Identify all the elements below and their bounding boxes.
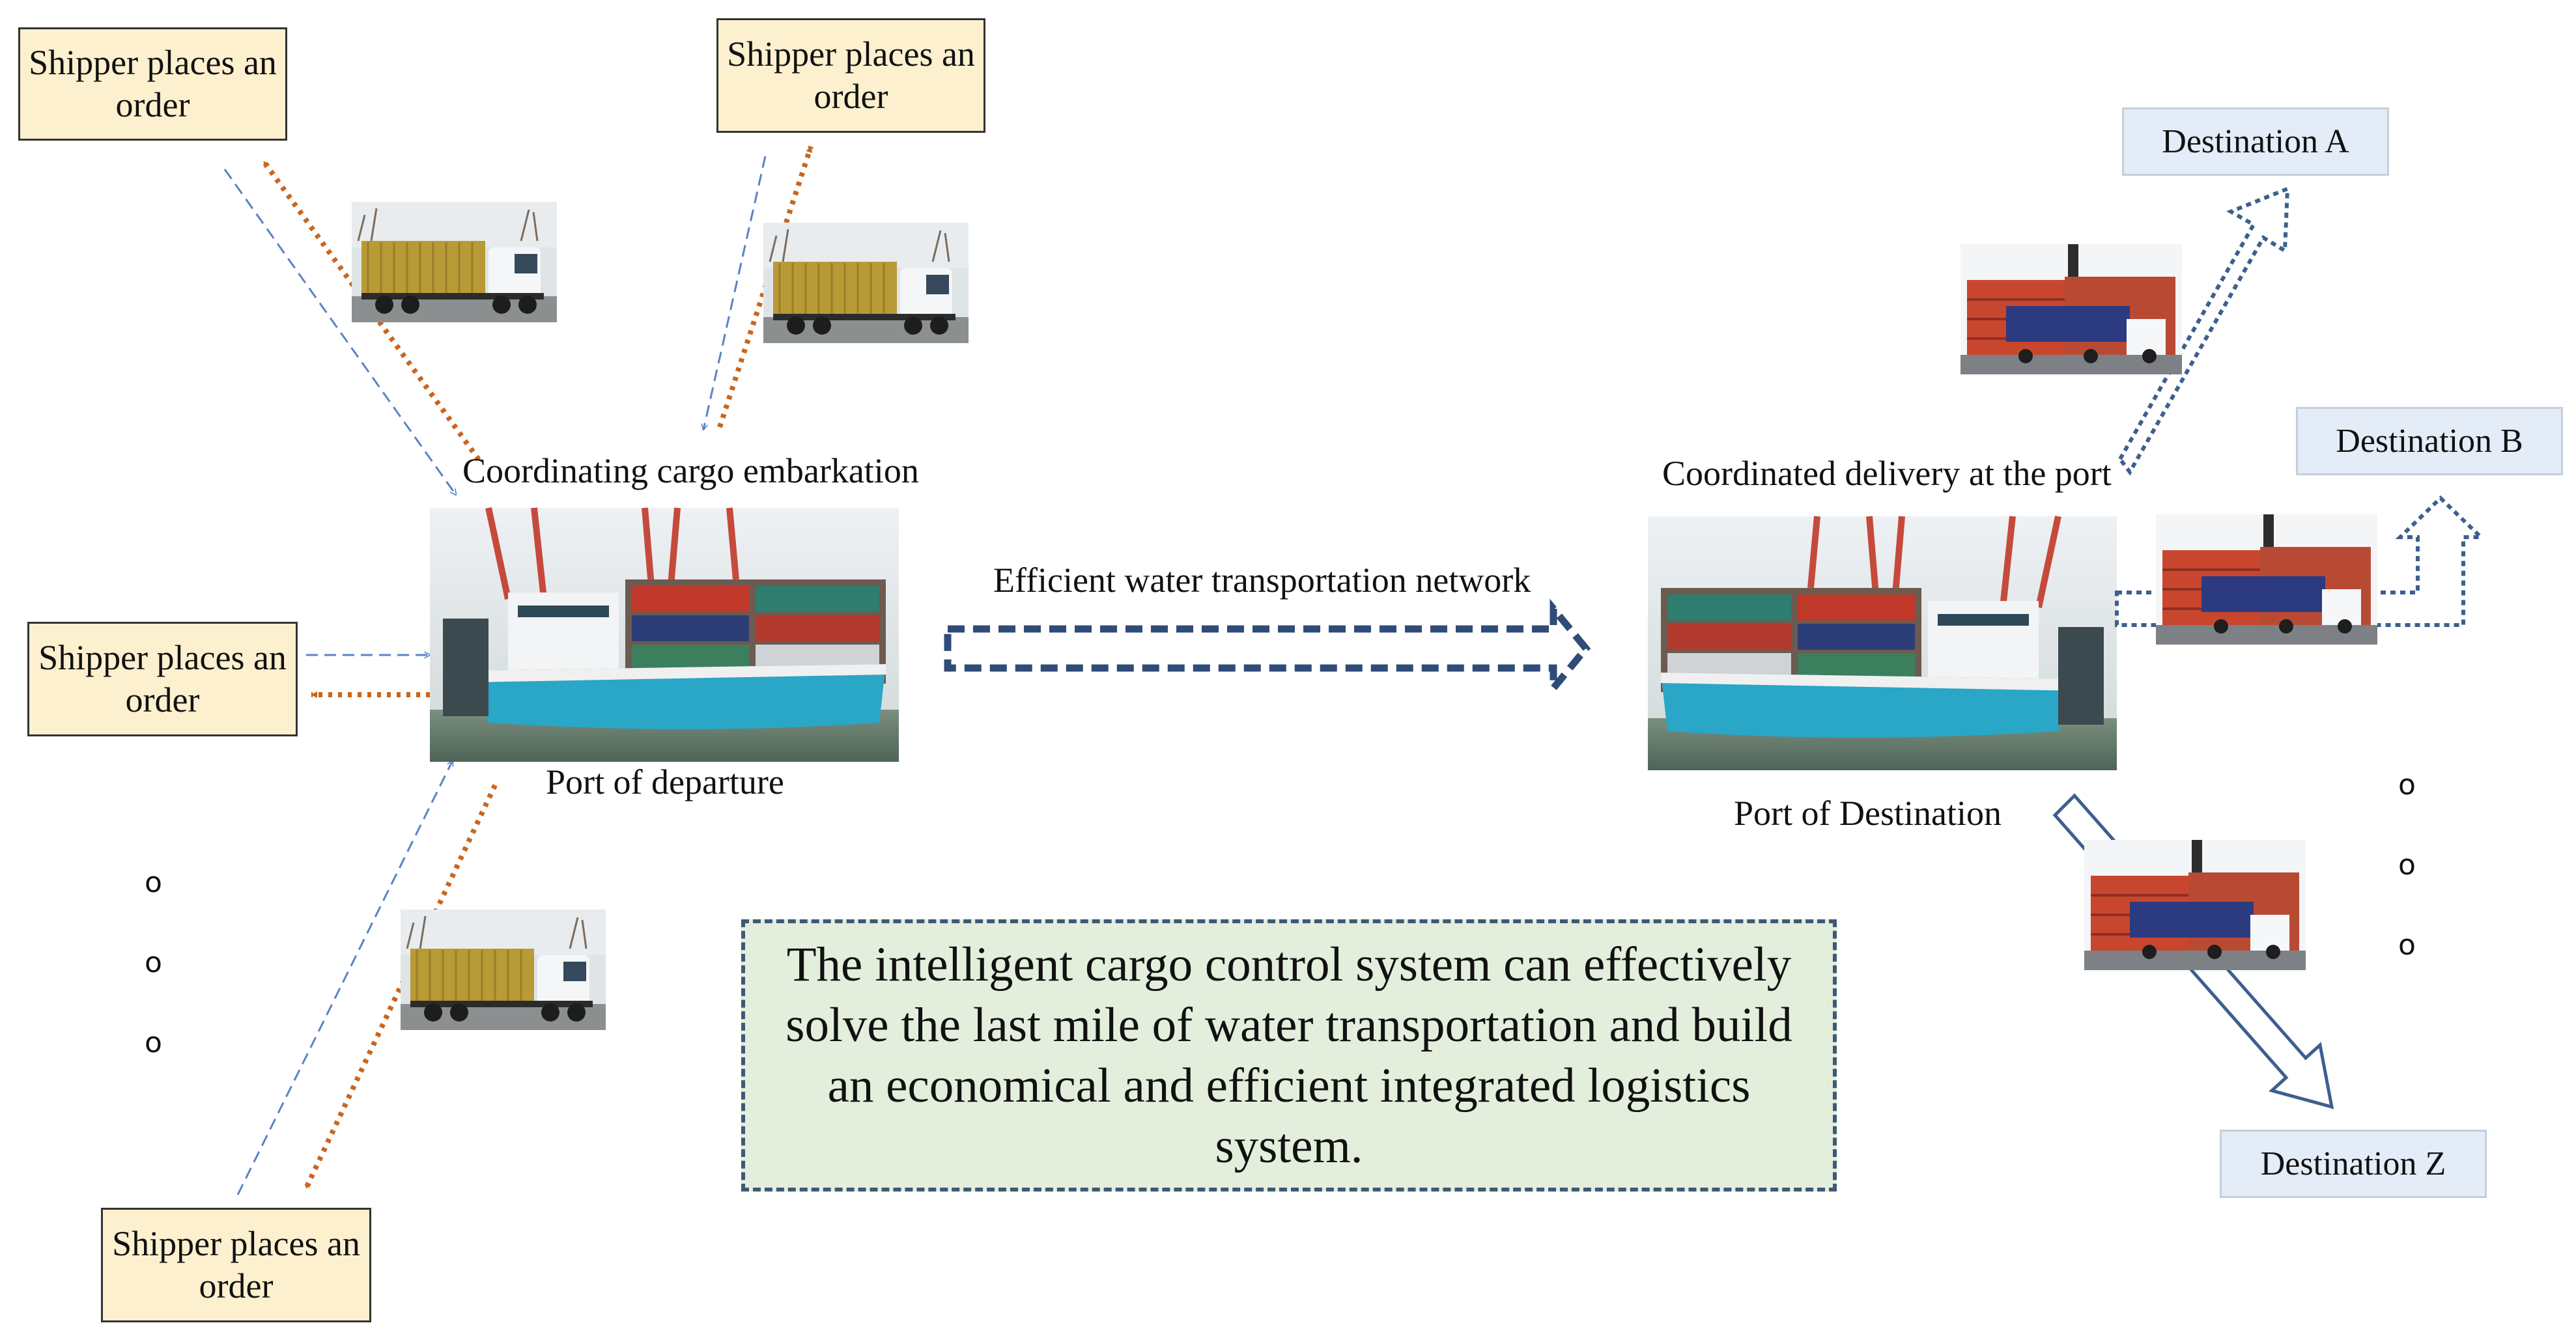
return-arrow-top-left [223,169,456,495]
shipper-box-label: Shipper places an order [112,1224,360,1305]
destination-a-label: Destination A [2162,123,2349,160]
destination-z-label: Destination Z [2260,1145,2446,1182]
truck-photo-bottom-left [399,908,607,1031]
ellipsis-dot: o [145,946,162,979]
container-truck-photo-z [2083,839,2307,971]
return-arrow-bottom-left [236,760,454,1195]
shipper-box-middle-left: Shipper places an order [27,622,298,736]
water-network-arrow [944,598,1591,699]
ellipsis-dot: o [145,866,162,899]
ellipsis-dot: o [145,1026,162,1059]
coordinated-delivery-label: Coordinated delivery at the port [1662,454,2112,493]
destination-b-label: Destination B [2336,423,2523,460]
ellipsis-dot: o [2398,848,2416,882]
port-destination-label: Port of Destination [1734,794,2002,833]
port-departure-label: Port of departure [546,762,784,801]
shipper-box-top-left: Shipper places an order [18,27,287,141]
coordinating-embarkation-label: Coordinating cargo embarkation [462,451,919,490]
shipper-ellipsis: o o o [145,866,162,1059]
summary-box: The intelligent cargo control system can… [741,919,1837,1192]
shipper-box-top-center: Shipper places an order [716,18,985,133]
shipper-box-label: Shipper places an order [29,43,277,124]
return-arrow-top-center [703,156,767,430]
delivery-arrow-a [2117,186,2290,476]
order-arrow-top-left [261,160,481,462]
destination-box-a: Destination A [2122,107,2389,176]
summary-text: The intelligent cargo control system can… [786,938,1792,1173]
shipper-box-label: Shipper places an order [727,35,975,116]
shipper-box-label: Shipper places an order [38,638,287,719]
container-truck-photo-a [1959,243,2183,376]
container-truck-photo-b [2155,513,2379,646]
destination-box-b: Destination B [2296,407,2563,475]
container-ship-photo-departure [430,508,899,762]
truck-photo-top-center [762,221,970,344]
water-network-label: Efficient water transportation network [993,561,1531,600]
shipper-box-bottom-left: Shipper places an order [101,1208,371,1322]
ellipsis-dot: o [2398,928,2416,962]
destination-ellipsis: o o o [2398,768,2416,962]
ellipsis-dot: o [2398,768,2416,801]
destination-box-z: Destination Z [2220,1130,2487,1198]
container-ship-photo-destination [1648,516,2117,770]
truck-photo-top-left [350,201,558,324]
